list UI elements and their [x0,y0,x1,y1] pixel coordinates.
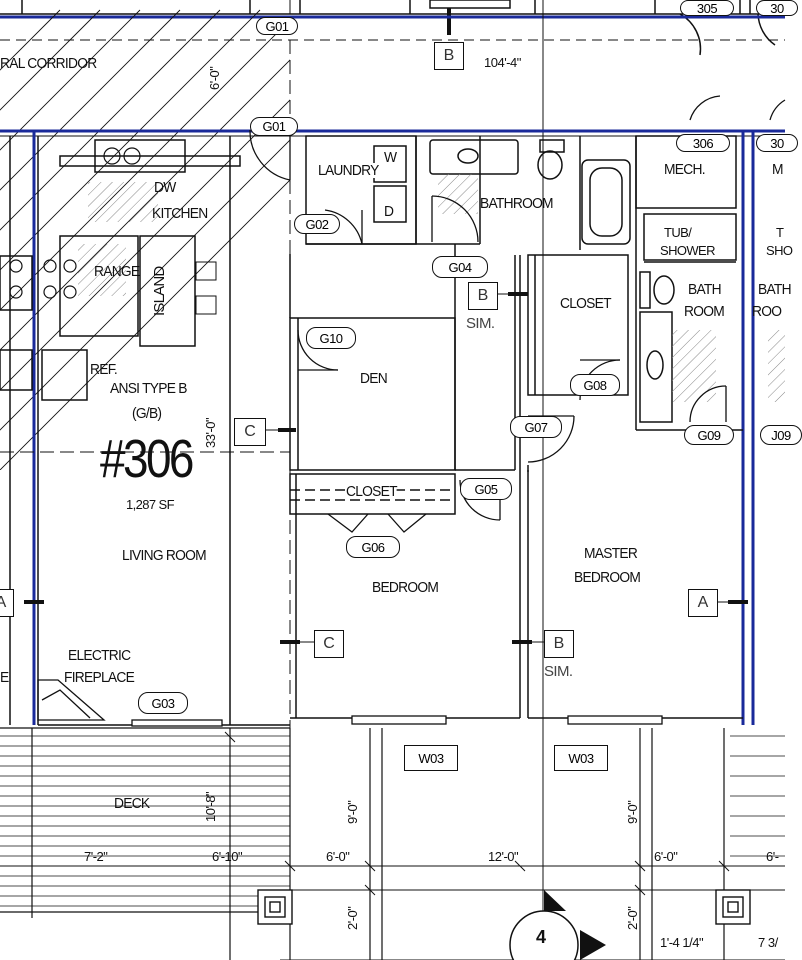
bath-right-label-1: BATH [758,281,792,298]
door-tag-g03: G03 [138,692,188,714]
section-marker-number: 4 [536,927,547,947]
dim-1-4-1-4: 1'-4 1/4" [660,935,704,950]
door-tag-g08: G08 [570,374,620,396]
tub-right-label-2: SHO [766,243,793,258]
door-tag-g01a: G01 [256,17,298,35]
unit-type-line-1: ANSI TYPE B [110,380,188,397]
wall-tag-c-bed: C [314,630,344,658]
living-room-label: LIVING ROOM [122,547,207,564]
unit-tag-305: 305 [680,0,734,16]
fireplace-label-1: ELECTRIC [68,647,131,664]
door-tag-g09: G09 [684,425,734,445]
den-label: DEN [360,370,388,387]
unit-tag-30x: 30 [756,0,798,16]
bath-room-label-2: ROOM [684,303,725,320]
dim-7-3: 7 3/ [758,935,778,950]
dim-6-10: 6'-10" [212,849,243,864]
master-closet-label: CLOSET [560,295,612,312]
dim-9-0a: 9'-0" [345,800,360,824]
range-label: RANGE [94,263,140,280]
unit-area: 1,287 SF [126,497,175,512]
dw-label: DW [154,179,176,196]
dim-corridor-width: 6'-0" [207,66,222,90]
dim-2-0a: 2'-0" [345,906,360,930]
wall-tag-c-den: C [234,418,266,446]
door-tag-j09: J09 [760,425,802,445]
dim-corridor-length: 104'-4" [484,55,521,70]
tub-right-label: T [776,225,784,240]
island-label: ISLAND [151,266,168,316]
bath-room-label-1: BATH [688,281,722,298]
bedroom-label: BEDROOM [372,579,439,596]
tub-label-1: TUB/ [664,225,692,240]
wall-tag-b-low: B [544,630,574,658]
dim-6-0a: 6'-0" [326,849,350,864]
sim-label-2: SIM. [544,663,573,680]
laundry-label: LAUNDRY [318,162,379,179]
door-tag-g10: G10 [306,327,356,349]
unit-type-line-2: (G/B) [132,405,162,422]
wall-tag-a-left: A [0,589,14,617]
fireplace-label-2: FIREPLACE [64,669,135,686]
master-label-1: MASTER [584,545,638,562]
unit-tag-30y: 30 [756,134,798,152]
wall-tag-b-top: B [434,42,464,70]
door-tag-g04: G04 [432,256,488,278]
sim-label-1: SIM. [466,315,495,332]
window-tag-1: W03 [404,745,458,771]
door-tag-g07: G07 [510,416,562,438]
window-tag-2: W03 [554,745,608,771]
bath-right-label-2: ROO [752,303,782,320]
bedroom-closet-label: CLOSET [346,483,398,500]
dryer-label: D [384,203,394,220]
dim-9-0b: 9'-0" [625,800,640,824]
master-label-2: BEDROOM [574,569,641,586]
left-unit-label: E [0,669,9,686]
ref-label: REF. [90,361,118,378]
unit-tag-306: 306 [676,134,730,152]
door-tag-g01b: G01 [250,117,298,136]
unit-number: #306 [100,429,194,489]
mech-label: MECH. [664,161,706,178]
door-tag-g02: G02 [294,214,340,234]
bathroom-label: BATHROOM [480,195,554,212]
dim-deck-depth: 10'-8" [203,791,218,822]
tub-label-2: SHOWER [660,243,716,258]
deck-label: DECK [114,795,150,812]
wall-tag-a-master: A [688,589,718,617]
wall-tag-b-mid: B [468,282,498,310]
dim-6-right: 6'- [766,849,779,864]
washer-label: W [384,149,397,166]
mech-right-label: M [772,161,783,178]
kitchen-label: KITCHEN [152,205,208,222]
corridor-label: RAL CORRIDOR [0,55,97,72]
dim-12-0: 12'-0" [488,849,519,864]
dim-6-0b: 6'-0" [654,849,678,864]
dim-2-0b: 2'-0" [625,906,640,930]
door-tag-g06: G06 [346,536,400,558]
dim-unit-depth: 33'-0" [203,417,218,448]
dim-7-2: 7'-2" [84,849,108,864]
door-tag-g05: G05 [460,478,512,500]
